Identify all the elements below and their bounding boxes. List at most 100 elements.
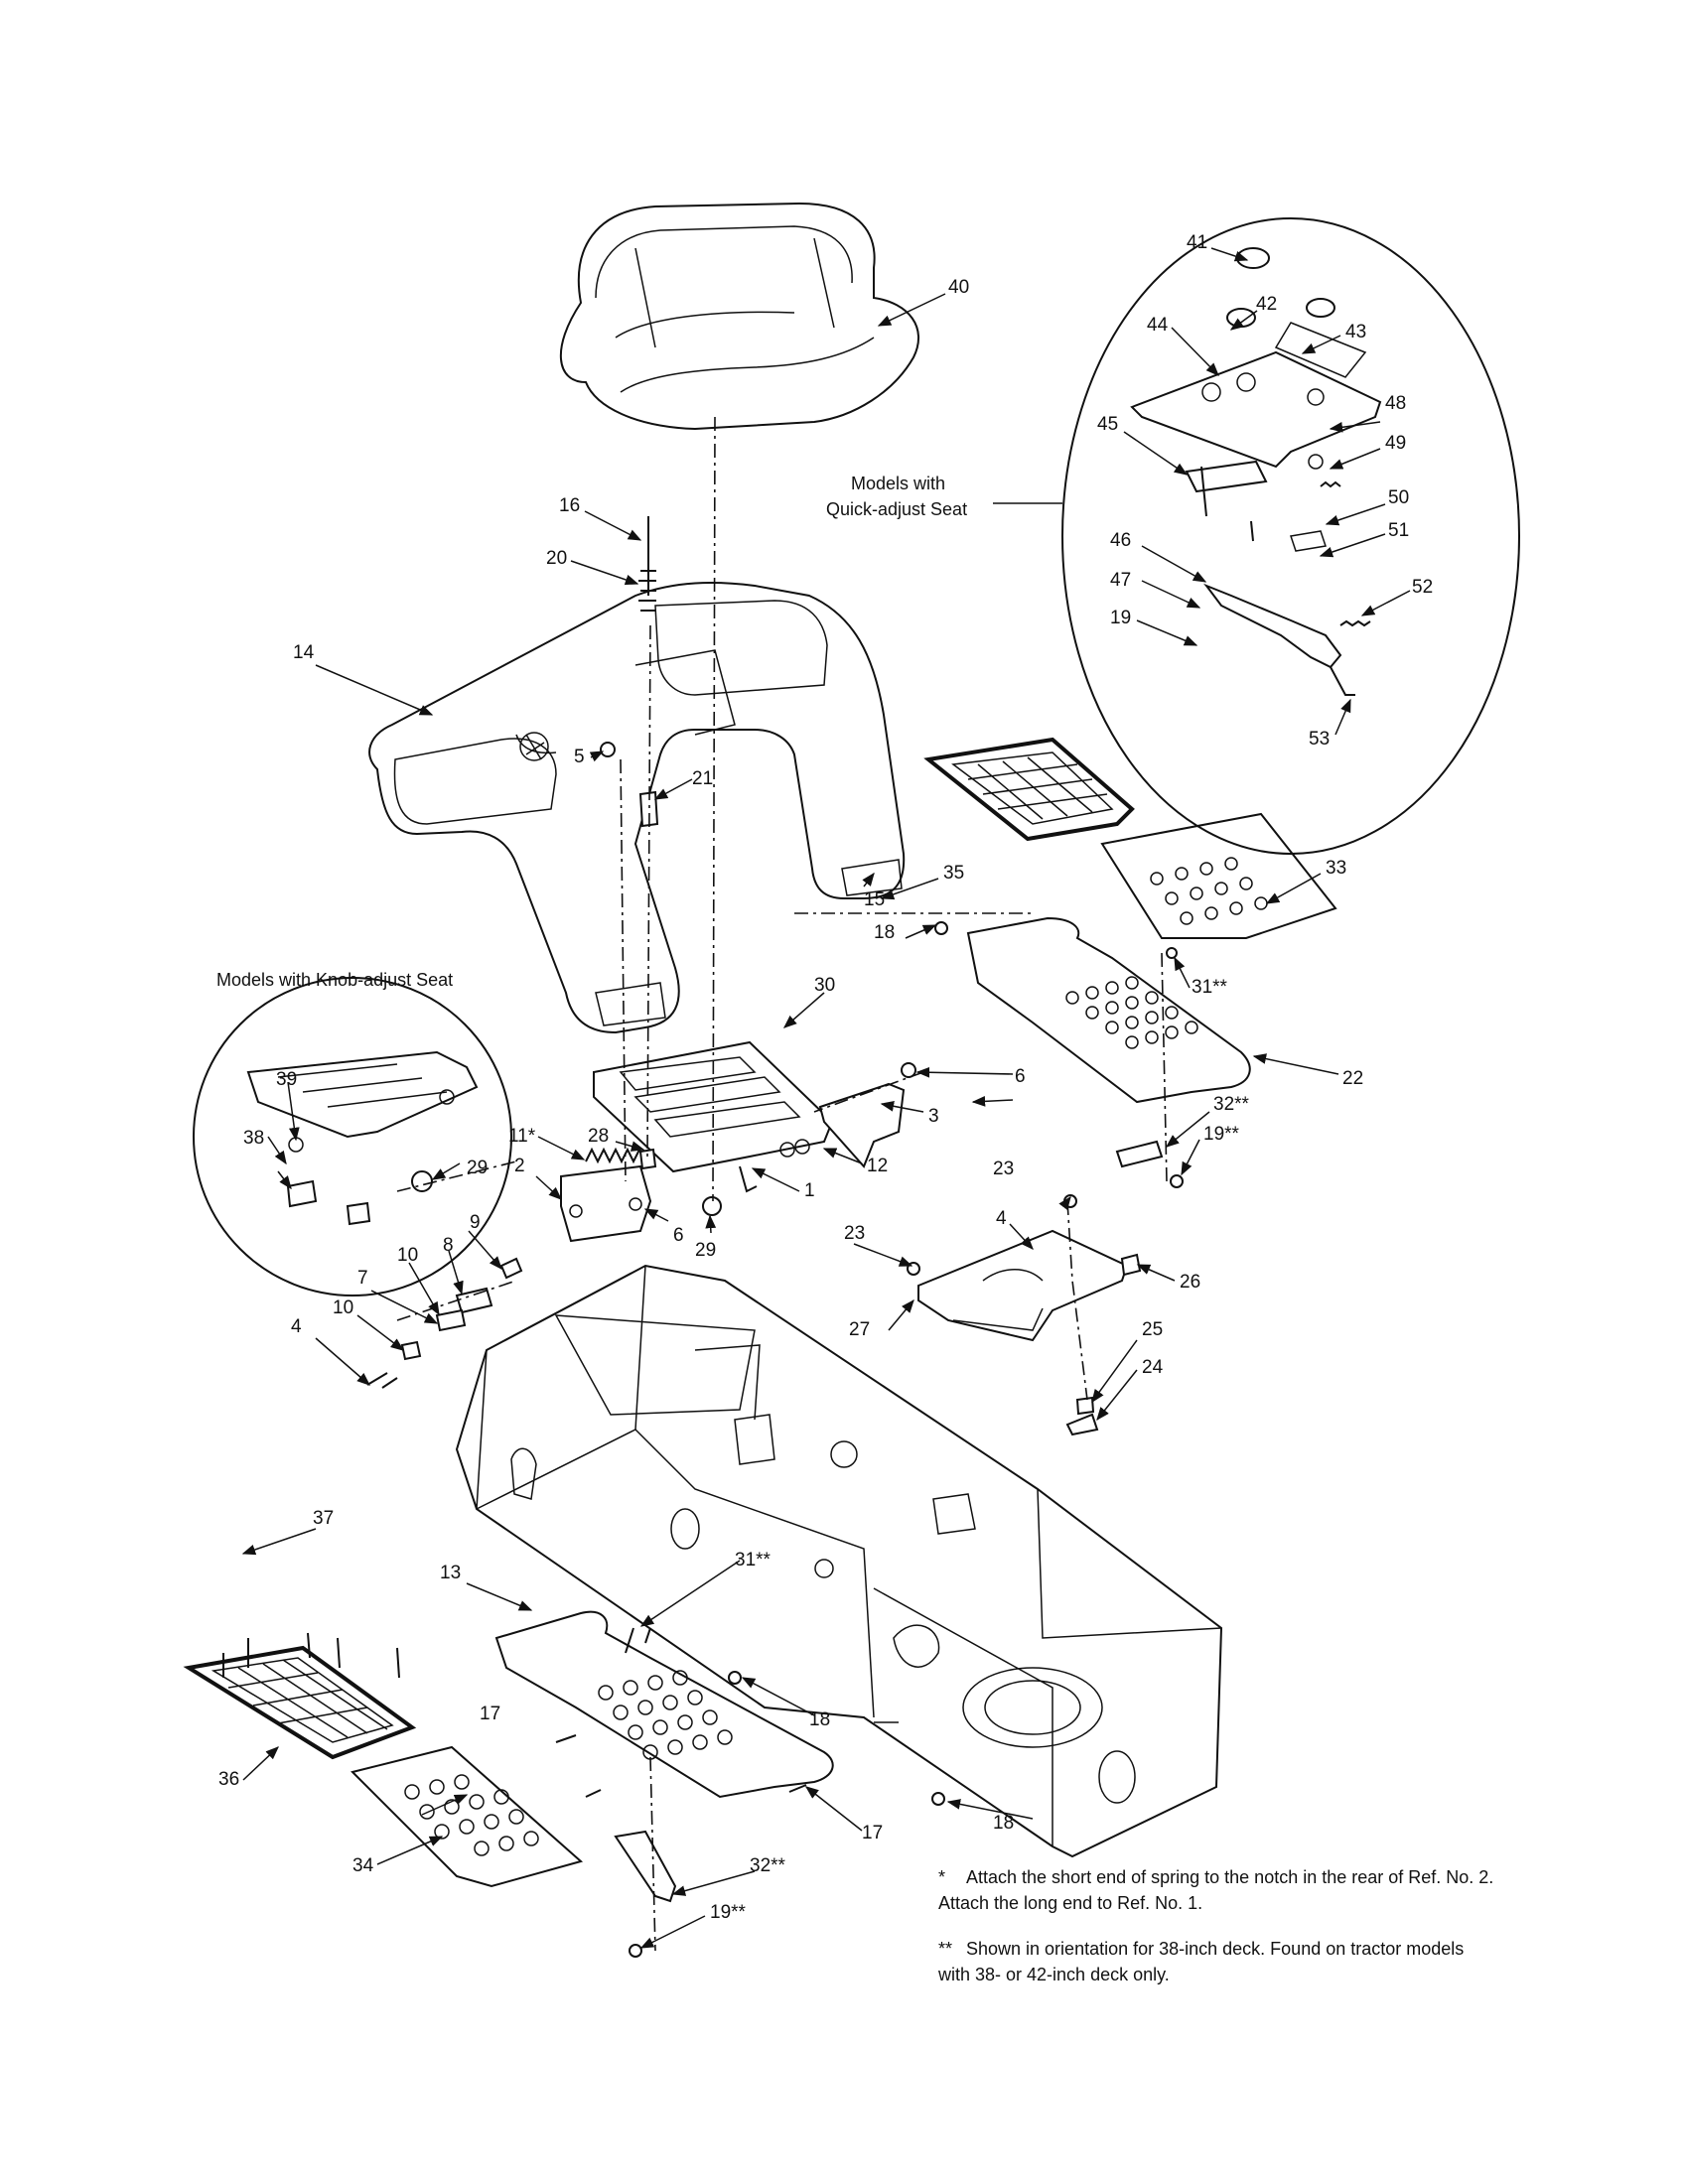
pin-25 bbox=[1075, 1396, 1095, 1416]
callout-36: 36 bbox=[218, 1769, 239, 1790]
callout-48: 48 bbox=[1385, 393, 1406, 414]
callout-46: 46 bbox=[1110, 530, 1131, 551]
callout-8: 8 bbox=[443, 1235, 454, 1256]
quick-adjust-caption-line2: Quick-adjust Seat bbox=[826, 499, 967, 519]
quick-adjust-caption-line1: Models with bbox=[851, 474, 945, 493]
callout-39: 39 bbox=[276, 1069, 297, 1090]
left-footrest bbox=[494, 1610, 834, 1799]
bolt-5 bbox=[600, 742, 616, 757]
callout-12: 12 bbox=[867, 1156, 888, 1176]
callout-2: 2 bbox=[514, 1156, 525, 1176]
callout-10b: 10 bbox=[333, 1297, 353, 1318]
callout-45: 45 bbox=[1097, 414, 1118, 435]
callout-32a: 32** bbox=[1213, 1094, 1250, 1115]
callout-27: 27 bbox=[849, 1319, 870, 1340]
seat-adjust-plate bbox=[917, 1229, 1129, 1436]
knob-adjust-inset bbox=[193, 977, 512, 1297]
callout-3: 3 bbox=[928, 1106, 939, 1127]
callout-42: 42 bbox=[1256, 294, 1277, 315]
callout-24: 24 bbox=[1142, 1357, 1164, 1378]
callout-33: 33 bbox=[1326, 858, 1346, 879]
callout-44: 44 bbox=[1147, 315, 1169, 336]
spring-note: *Attach the short end of spring to the n… bbox=[938, 1864, 1494, 1916]
callout-1: 1 bbox=[804, 1180, 815, 1201]
bracket-2 bbox=[560, 1147, 652, 1243]
note-text: Attach the short end of spring to the no… bbox=[938, 1867, 1494, 1913]
callout-40: 40 bbox=[948, 277, 969, 298]
nut-18b bbox=[728, 1671, 742, 1685]
callout-19a: 19 bbox=[1110, 608, 1131, 628]
callout-13: 13 bbox=[440, 1563, 461, 1583]
note-mark: ** bbox=[938, 1939, 953, 1959]
leader-arrows bbox=[241, 247, 1411, 1949]
callout-25: 25 bbox=[1142, 1319, 1163, 1340]
footrest-holes bbox=[1065, 976, 1198, 1049]
callout-9: 9 bbox=[470, 1212, 481, 1233]
callout-43: 43 bbox=[1345, 322, 1366, 342]
callout-50: 50 bbox=[1388, 487, 1409, 508]
callout-49: 49 bbox=[1385, 433, 1406, 454]
callout-20: 20 bbox=[546, 548, 567, 569]
callout-22: 22 bbox=[1342, 1068, 1363, 1089]
spring-20 bbox=[638, 570, 656, 612]
screw-4 bbox=[366, 1372, 398, 1389]
knob-29 bbox=[702, 1196, 722, 1216]
callout-18c: 18 bbox=[993, 1813, 1014, 1834]
bolt-28 bbox=[638, 1148, 657, 1170]
callout-53: 53 bbox=[1309, 729, 1330, 750]
clip-26 bbox=[1120, 1253, 1142, 1277]
callout-23b: 23 bbox=[844, 1223, 865, 1244]
callout-47: 47 bbox=[1110, 570, 1131, 591]
hardware-parts bbox=[222, 516, 1184, 1958]
callout-21: 21 bbox=[692, 768, 713, 789]
callout-29b: 29 bbox=[695, 1240, 716, 1261]
callout-4b: 4 bbox=[996, 1208, 1007, 1229]
fender bbox=[368, 582, 906, 1034]
quick-adjust-inset bbox=[1061, 217, 1520, 855]
callout-6a: 6 bbox=[1015, 1066, 1026, 1087]
callout-31a: 31** bbox=[1192, 977, 1228, 998]
screw-23a bbox=[1063, 1194, 1077, 1208]
washer-10 bbox=[435, 1308, 467, 1332]
callout-28: 28 bbox=[588, 1126, 609, 1147]
note-text: Shown in orientation for 38-inch deck. F… bbox=[938, 1939, 1465, 1984]
callout-17b: 17 bbox=[862, 1823, 883, 1843]
clip-9 bbox=[499, 1257, 523, 1280]
screws-31b bbox=[625, 1627, 651, 1654]
nut-6a bbox=[901, 1062, 916, 1078]
foot-pad-35 bbox=[923, 737, 1135, 842]
callout-16: 16 bbox=[559, 495, 580, 516]
callout-26: 26 bbox=[1180, 1272, 1200, 1293]
callout-19b: 19** bbox=[1203, 1124, 1240, 1145]
bumper-21 bbox=[638, 790, 659, 828]
callout-11: 11* bbox=[508, 1126, 536, 1147]
callout-18b: 18 bbox=[809, 1709, 830, 1730]
latch-32a bbox=[1115, 1140, 1164, 1168]
nut-18a bbox=[934, 921, 948, 935]
callout-32b: 32** bbox=[750, 1855, 786, 1876]
knob-adjust-parts bbox=[246, 1050, 479, 1226]
callout-37: 37 bbox=[313, 1508, 334, 1529]
latch-24 bbox=[1065, 1413, 1099, 1436]
nut-18c bbox=[931, 1792, 945, 1806]
link-8 bbox=[455, 1287, 493, 1314]
right-footrest bbox=[966, 916, 1251, 1104]
deck-note: **Shown in orientation for 38-inch deck.… bbox=[938, 1936, 1494, 1987]
bracket-3 bbox=[818, 1082, 906, 1168]
callout-51: 51 bbox=[1388, 520, 1409, 541]
latch-32b bbox=[614, 1830, 677, 1903]
callout-52: 52 bbox=[1412, 577, 1433, 598]
nut-19c bbox=[629, 1944, 642, 1958]
nut-19a bbox=[1170, 1174, 1184, 1188]
bolts-17 bbox=[555, 1734, 807, 1798]
callout-14: 14 bbox=[293, 642, 315, 663]
callout-labels: 40 41 42 43 44 45 48 49 50 51 52 46 47 1… bbox=[216, 232, 1433, 1923]
quick-adjust-parts bbox=[1130, 247, 1382, 696]
seat bbox=[559, 202, 919, 431]
callout-18a: 18 bbox=[874, 922, 895, 943]
callout-19c: 19** bbox=[710, 1902, 747, 1923]
foot-mat-34 bbox=[351, 1745, 584, 1888]
note-mark: * bbox=[938, 1867, 946, 1887]
callout-4a: 4 bbox=[291, 1316, 302, 1337]
